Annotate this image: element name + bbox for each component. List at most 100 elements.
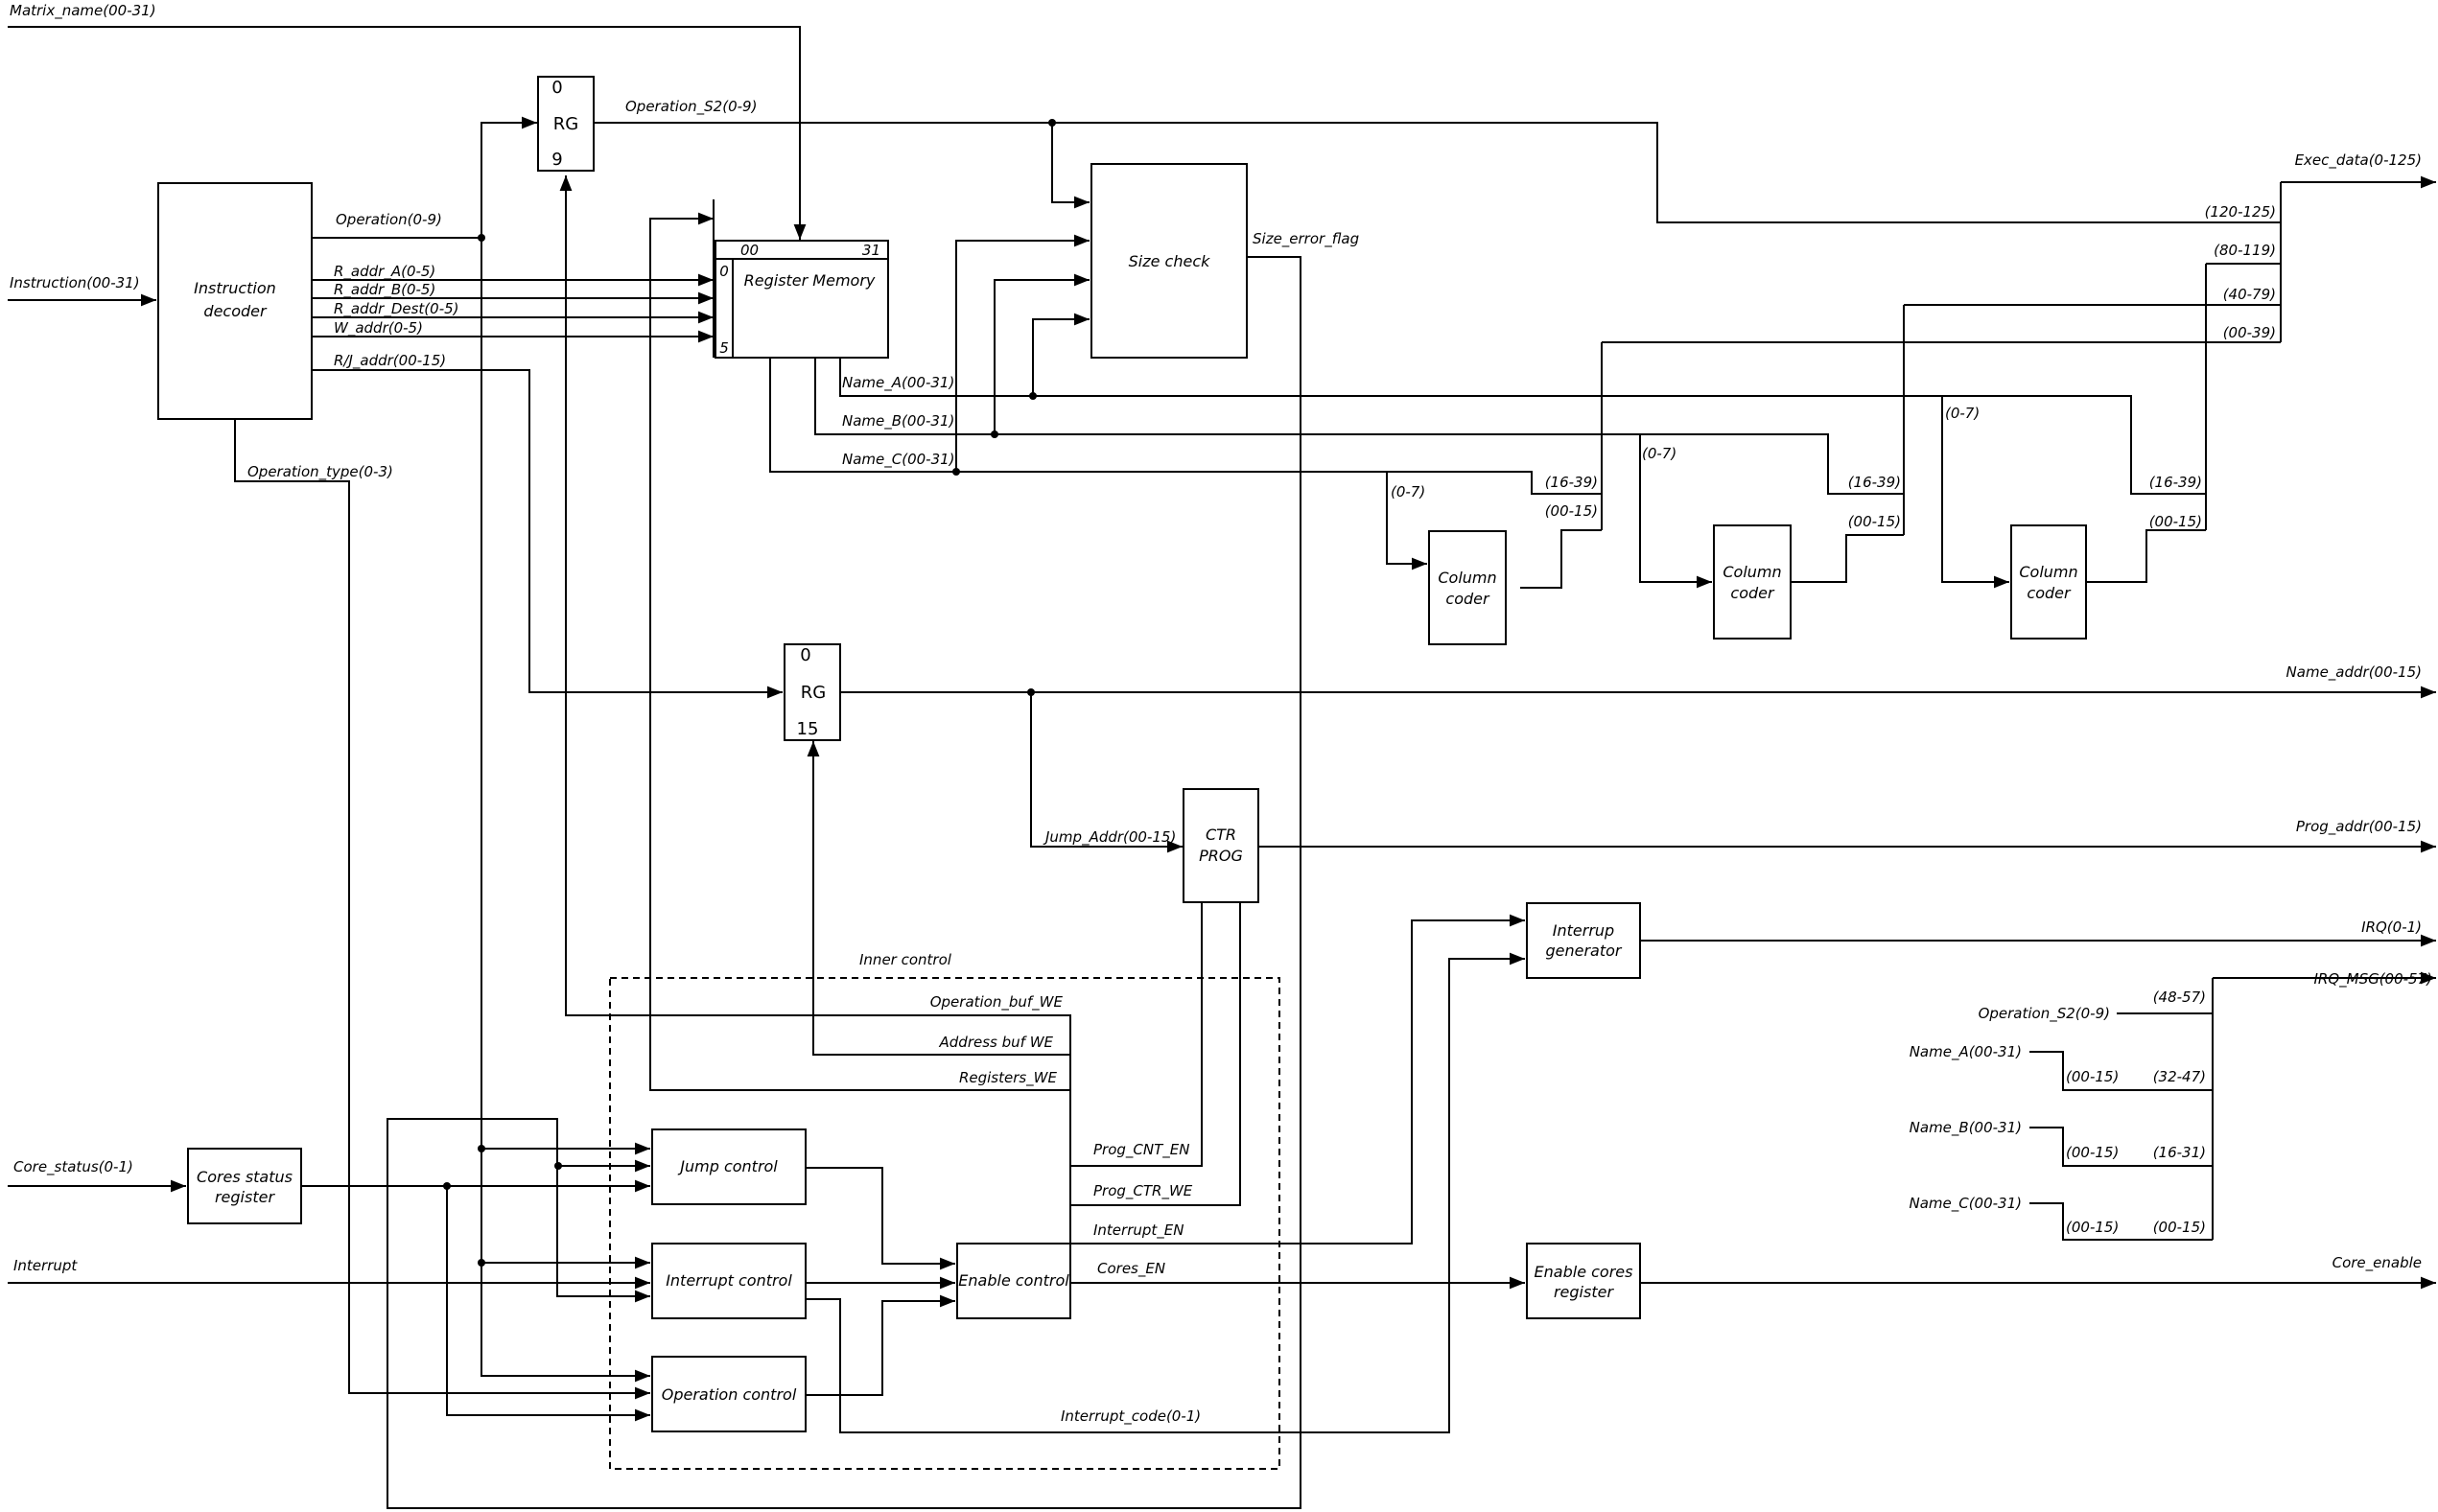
ctr-prog-label-2: PROG: [1199, 847, 1243, 865]
operation-buf-we-wire: [559, 175, 1071, 1264]
cc2-bits-16-39-label: (16-39): [1848, 474, 1901, 491]
column-coder-1: [1428, 530, 1507, 645]
size-error-flag-label: Size_error_flag: [1253, 230, 1359, 248]
register-memory-label: Register Memory: [744, 271, 876, 290]
rg2-label: RG: [801, 683, 826, 703]
irq-msg-label: IRQ_MSG(00-57): [2313, 970, 2432, 989]
instruction-decoder-label-2: decoder: [203, 302, 268, 320]
core-status-split-wire: [446, 1186, 650, 1422]
column-coder-2-label-1: Column: [1723, 563, 1781, 581]
regmem-addr-first: 00: [740, 242, 759, 259]
operation-s2-label: Operation_S2(0-9): [625, 98, 757, 116]
registers-we-wire: [649, 212, 1070, 1091]
rg1-top-index: 0: [551, 78, 562, 98]
prog-ctr-we-wire: [1070, 856, 1247, 1206]
matrix-name-label: Matrix_name(00-31): [10, 2, 156, 20]
irq-bits-32-47-label: (32-47): [2153, 1068, 2206, 1085]
column-coder-3-label-1: Column: [2019, 563, 2077, 581]
instruction-label: Instruction(00-31): [10, 274, 140, 291]
inner-control-region: [609, 977, 1280, 1470]
exec-data-label: Exec_data(0-125): [2295, 151, 2422, 170]
rg1-label: RG: [553, 114, 578, 134]
column-coder-2-label-2: coder: [1730, 584, 1775, 602]
rg1-bottom-index: 9: [551, 150, 562, 170]
cores-status-register-label-1: Cores status: [197, 1168, 293, 1186]
jump-to-enable-wire: [806, 1167, 955, 1270]
cc3-bits-16-39-label: (16-39): [2149, 474, 2202, 491]
irq-label: IRQ(0-1): [2361, 919, 2422, 936]
enable-cores-register-block: [1526, 1243, 1641, 1319]
cc3-input-wire: [1941, 396, 2009, 589]
column-coder-2: [1713, 524, 1792, 640]
cores-status-register-label-2: register: [215, 1188, 275, 1206]
r-addr-a-label: R_addr_A(0-5): [334, 263, 435, 281]
column-coder-1-label-2: coder: [1445, 590, 1490, 608]
operation-control-label: Operation control: [662, 1385, 797, 1404]
cc2-output-wire: [1791, 534, 1904, 583]
r-addr-dest-label: R_addr_Dest(0-5): [334, 300, 459, 318]
interrupt-code-wire: [806, 952, 1525, 1433]
irq-name-c-label: Name_C(00-31): [1909, 1195, 2022, 1213]
w-addr-label: W_addr(0-5): [334, 319, 423, 337]
rg2-register: [784, 643, 841, 741]
operation-label: Operation(0-9): [336, 211, 442, 228]
bits-00-39-label: (00-39): [2223, 324, 2276, 341]
instruction-decoder-block: [157, 182, 313, 420]
name-b-wire: [814, 358, 1904, 495]
interrupt-en-wire: [1070, 914, 1525, 1244]
address-buf-we-wire: [807, 741, 1070, 1056]
register-memory-block: [715, 240, 889, 359]
irq-operation-s2-label: Operation_S2(0-9): [1979, 1005, 2110, 1023]
core-status-label: Core_status(0-1): [13, 1158, 133, 1176]
interrup-generator-block: [1526, 902, 1641, 979]
ctr-prog-block: [1183, 788, 1259, 903]
regmem-port-first: 0: [719, 263, 729, 280]
rg2-top-index: 0: [800, 645, 810, 665]
irq-name-c-bits-label: (00-15): [2066, 1219, 2119, 1236]
cc3-output-wire: [2086, 529, 2206, 583]
irq-bits-16-31-label: (16-31): [2153, 1144, 2206, 1161]
ctr-prog-label-1: CTR: [1206, 826, 1236, 844]
core-enable-label: Core_enable: [2333, 1254, 2422, 1272]
interrup-generator-label-1: Interrup: [1553, 921, 1614, 940]
r-addr-b-label: R_addr_B(0-5): [334, 281, 435, 299]
irq-name-c-wire: [2029, 1202, 2213, 1241]
name-a-label: Name_A(00-31): [842, 374, 954, 392]
size-check-label: Size check: [1129, 252, 1211, 270]
operation-s2-wire: [594, 122, 2281, 223]
junction-dots: [443, 119, 1056, 1267]
enable-control-label: Enable control: [958, 1271, 1069, 1290]
operation-type-wire: [234, 419, 650, 1400]
enable-control-block: [956, 1243, 1071, 1319]
rg2-bottom-index: 15: [797, 719, 819, 739]
irq-name-b-bits-label: (00-15): [2066, 1144, 2119, 1161]
prog-cnt-en-label: Prog_CNT_EN: [1093, 1141, 1189, 1159]
registers-we-label: Registers_WE: [959, 1069, 1058, 1087]
operation-down-wire: [481, 238, 650, 1383]
cc2-bits-0-7-label: (0-7): [1642, 445, 1676, 462]
prog-addr-label: Prog_addr(00-15): [2296, 818, 2422, 836]
matrix-name-wire: [8, 26, 807, 240]
cc1-bits-0-7-label: (0-7): [1391, 483, 1425, 500]
operation-control-block: [651, 1356, 807, 1432]
interrupt-en-label: Interrupt_EN: [1093, 1221, 1184, 1240]
inner-control-label: Inner control: [859, 951, 952, 968]
name-b-label: Name_B(00-31): [842, 412, 954, 430]
irq-name-a-bits-label: (00-15): [2066, 1068, 2119, 1085]
rj-addr-label: R/J_addr(00-15): [334, 352, 446, 370]
name-c-to-sizecheck-wire: [955, 234, 1090, 472]
enable-cores-register-label-1: Enable cores: [1535, 1263, 1633, 1281]
column-coder-1-label-1: Column: [1438, 569, 1496, 587]
jump-control-block: [651, 1128, 807, 1205]
irq-name-a-wire: [2029, 1051, 2213, 1091]
interrupt-code-label: Interrupt_code(0-1): [1061, 1407, 1201, 1426]
operation-s2-to-sizecheck-wire: [1051, 123, 1090, 209]
signal-labels: Matrix_name(00-31) Instruction(00-31) Op…: [10, 2, 2432, 1426]
column-coder-3-label-2: coder: [2027, 584, 2072, 602]
name-a-to-sizecheck-wire: [1032, 313, 1090, 396]
cc3-bits-00-15-label: (00-15): [2149, 513, 2202, 530]
name-b-to-sizecheck-wire: [994, 273, 1090, 434]
operation-type-label: Operation_type(0-3): [247, 463, 393, 481]
name-a-wire: [839, 358, 2206, 495]
